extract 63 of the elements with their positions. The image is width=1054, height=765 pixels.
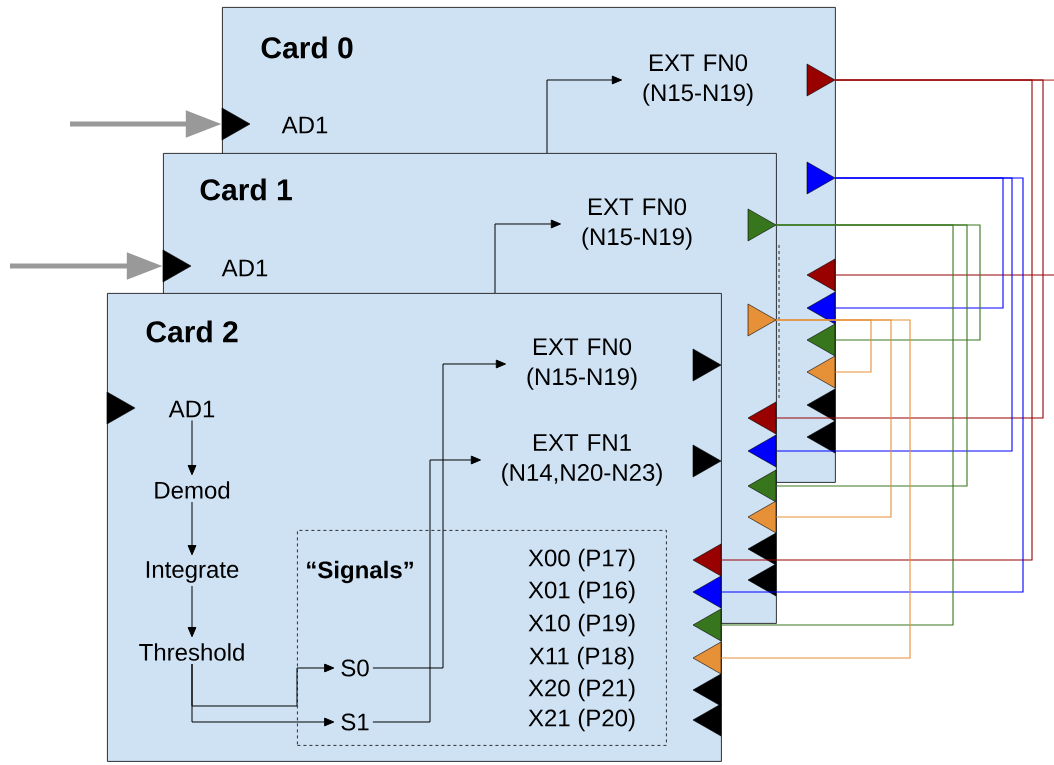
connector-line	[720, 319, 911, 659]
port-triangle	[692, 673, 722, 707]
port-triangle	[106, 391, 136, 425]
port-triangle	[747, 469, 777, 503]
block-label: EXT FN0 (N15-N19)	[582, 198, 692, 250]
port-triangle	[692, 703, 722, 737]
arrow	[546, 75, 622, 154]
connector-line	[834, 79, 1054, 81]
connector-line	[834, 274, 1054, 276]
group-heading: “Signals”	[307, 560, 413, 584]
block-label: EXT FN1 (N14,N20-N23)	[502, 434, 662, 486]
port-triangle	[806, 388, 836, 422]
port-triangle	[692, 575, 722, 609]
port-triangle	[747, 500, 777, 534]
port-triangle	[806, 161, 836, 195]
port-triangle	[692, 641, 722, 675]
port-triangle	[747, 303, 777, 337]
block-label: Threshold	[139, 643, 244, 661]
arrow	[494, 219, 561, 294]
port-triangle	[806, 291, 836, 325]
port-triangle	[692, 444, 722, 478]
pin-label: X21 (P20)	[528, 708, 635, 732]
block-label: S0	[341, 659, 369, 677]
port-triangle	[806, 420, 836, 454]
port-triangle	[747, 208, 777, 242]
port-triangle	[747, 563, 777, 597]
block-label: AD1	[221, 259, 268, 277]
port-triangle	[806, 323, 836, 357]
port-triangle	[747, 401, 777, 435]
arrow	[187, 585, 197, 638]
pin-label: X20 (P21)	[528, 678, 635, 702]
port-triangle	[692, 543, 722, 577]
block-label: EXT FN0 (N15-N19)	[527, 338, 637, 390]
block-label: S1	[341, 713, 369, 731]
connector-line	[720, 224, 954, 626]
port-triangle	[806, 63, 836, 97]
connector-line	[775, 319, 892, 518]
connector-line	[775, 177, 1013, 452]
port-triangle	[806, 355, 836, 389]
pin-label: X11 (P18)	[529, 646, 634, 670]
port-triangle	[692, 348, 722, 382]
port-triangle	[162, 249, 192, 283]
port-triangle	[747, 434, 777, 468]
connector-line	[720, 79, 1033, 561]
arrow	[191, 663, 335, 707]
port-triangle	[806, 258, 836, 292]
arrow	[372, 455, 481, 723]
arrow	[191, 663, 335, 727]
connector-line	[720, 177, 1024, 593]
port-triangle	[692, 608, 722, 642]
arrow	[187, 419, 197, 476]
arrow	[187, 501, 197, 556]
connector-line	[834, 177, 1004, 309]
port-triangle	[221, 107, 251, 141]
pin-label: X00 (P17)	[528, 548, 635, 572]
arrow	[372, 359, 506, 669]
pin-label: X01 (P16)	[528, 580, 635, 604]
connector-line	[775, 224, 968, 487]
connector-line	[775, 79, 1044, 419]
block-label: EXT FN0 (N15-N19)	[643, 54, 753, 106]
block-label: AD1	[281, 116, 328, 134]
block-label: AD1	[168, 400, 215, 418]
port-triangle	[747, 532, 777, 566]
